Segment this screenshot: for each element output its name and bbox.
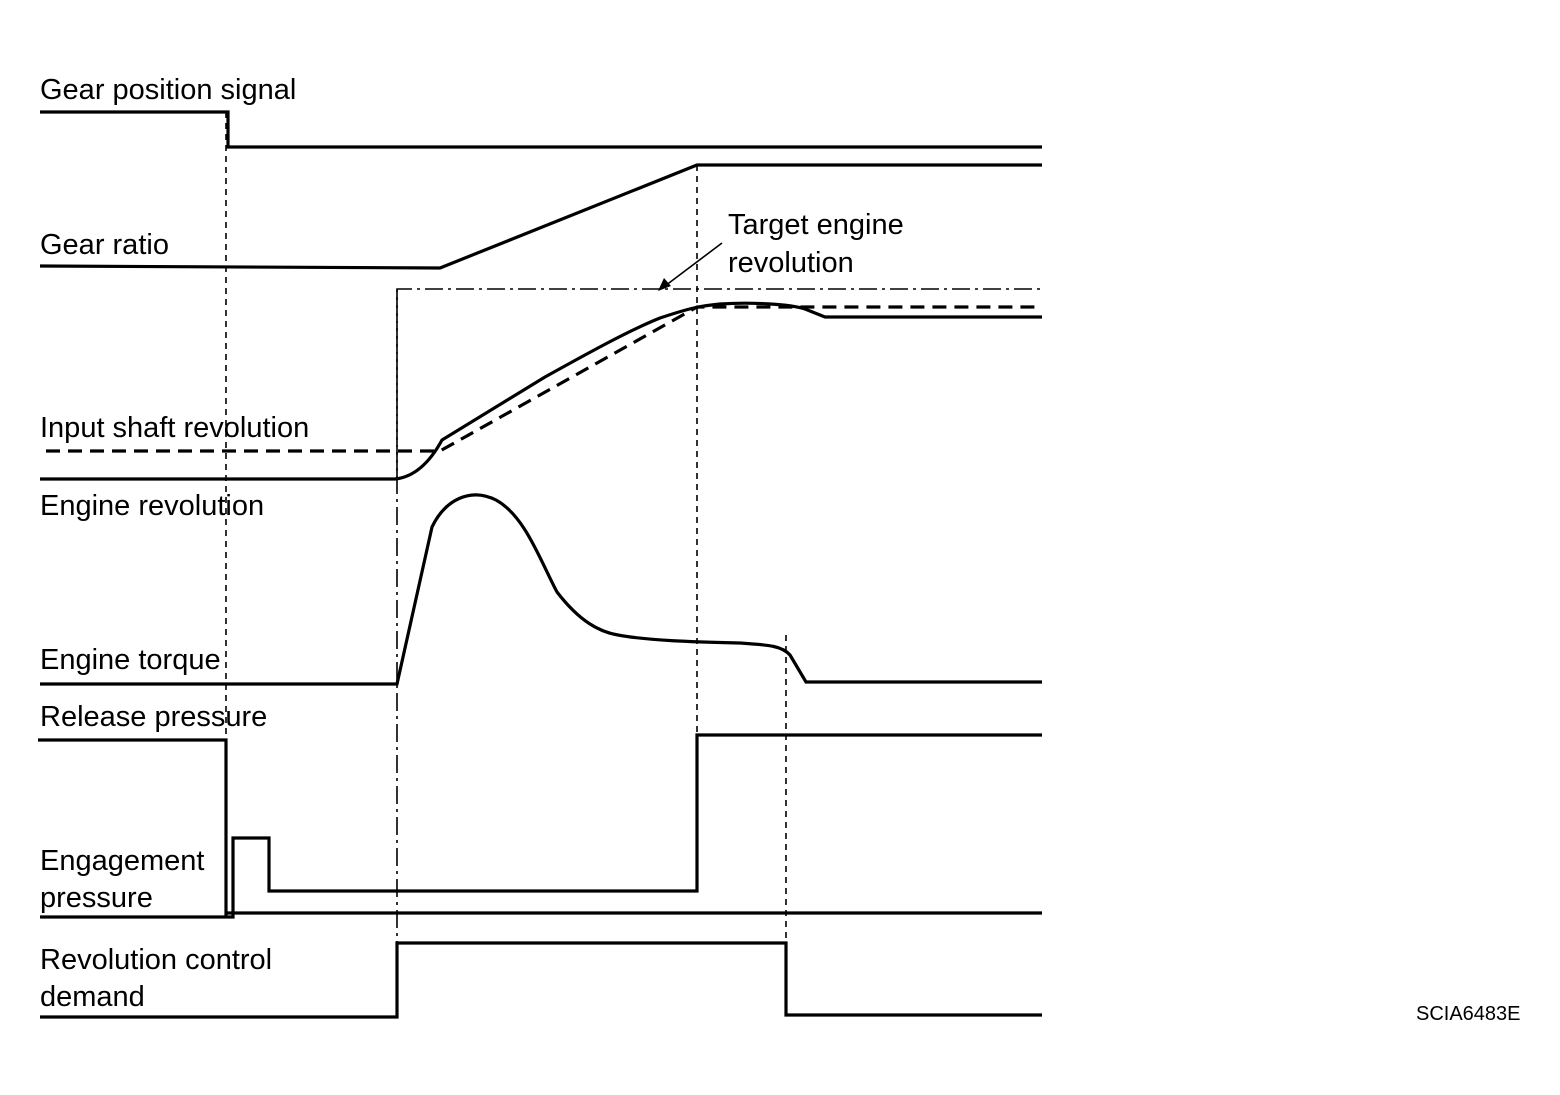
- trace-target-engine-revolution: [396, 288, 1042, 478]
- label-target-engine-revolution-line1: Target engine: [728, 209, 904, 241]
- label-gear-ratio: Gear ratio: [40, 229, 169, 261]
- trace-revolution-control-demand: [40, 941, 1042, 1019]
- label-revolution-control-demand-line2: demand: [40, 981, 145, 1013]
- label-engagement-pressure-line2: pressure: [40, 882, 153, 914]
- trace-input-shaft-revolution: [46, 305, 1042, 453]
- label-release-pressure: Release pressure: [40, 701, 267, 733]
- trace-gear-ratio: [39, 163, 1042, 270]
- trace-engine-revolution: [40, 301, 1042, 481]
- trace-engagement-pressure: [40, 733, 1042, 919]
- label-target-engine-revolution-line2: revolution: [728, 247, 854, 279]
- figure-code: SCIA6483E: [1416, 1003, 1521, 1025]
- label-input-shaft-revolution: Input shaft revolution: [40, 412, 309, 444]
- arrowhead-target-engine-revolution: [658, 278, 671, 291]
- label-gear-position-signal: Gear position signal: [40, 74, 296, 106]
- label-revolution-control-demand-line1: Revolution control: [40, 944, 272, 976]
- trace-release-pressure: [38, 738, 228, 917]
- label-engine-torque: Engine torque: [40, 644, 221, 676]
- trace-gear-position-signal: [40, 110, 1042, 149]
- trace-engine-torque: [40, 493, 1042, 686]
- leader-line-target-engine-revolution: [660, 242, 723, 290]
- label-engagement-pressure-line1: Engagement: [40, 845, 204, 877]
- label-engine-revolution: Engine revolution: [40, 490, 264, 522]
